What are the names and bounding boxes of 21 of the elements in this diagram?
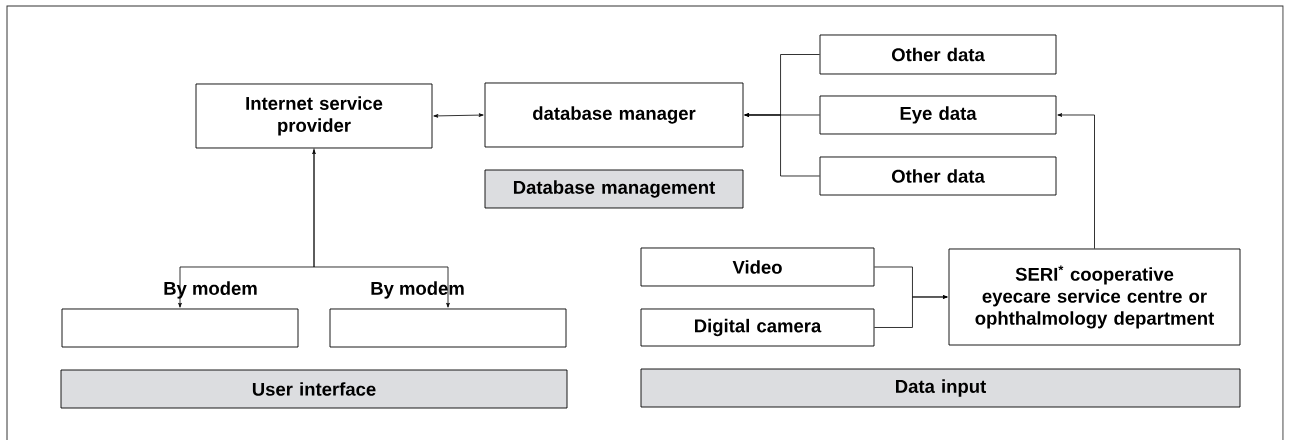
annotation-text: By modem <box>371 281 464 299</box>
arrow <box>1057 113 1095 249</box>
arrow <box>744 113 820 177</box>
process-box: SERI$^{*}$ cooperative eyecare service centre or ophthalmology department <box>948 248 1241 346</box>
empty-box <box>61 308 299 348</box>
section-band: Data input <box>640 368 1241 408</box>
process-box: database manager <box>484 82 744 148</box>
annotation-text: By modem <box>164 281 257 299</box>
section-band: User interface <box>60 369 568 409</box>
arrow <box>178 149 316 308</box>
arrow <box>433 113 484 118</box>
arrow <box>313 148 450 308</box>
process-box: Internet service provider <box>195 83 433 149</box>
process-box: Digital camera <box>640 308 875 347</box>
process-box: Video <box>640 247 875 287</box>
process-box: Other data <box>819 156 1057 196</box>
process-box: Other data <box>819 34 1057 75</box>
empty-box <box>329 308 567 348</box>
arrow <box>874 295 948 328</box>
section-band: Database management <box>484 169 744 209</box>
process-box: Eye data <box>819 95 1057 135</box>
